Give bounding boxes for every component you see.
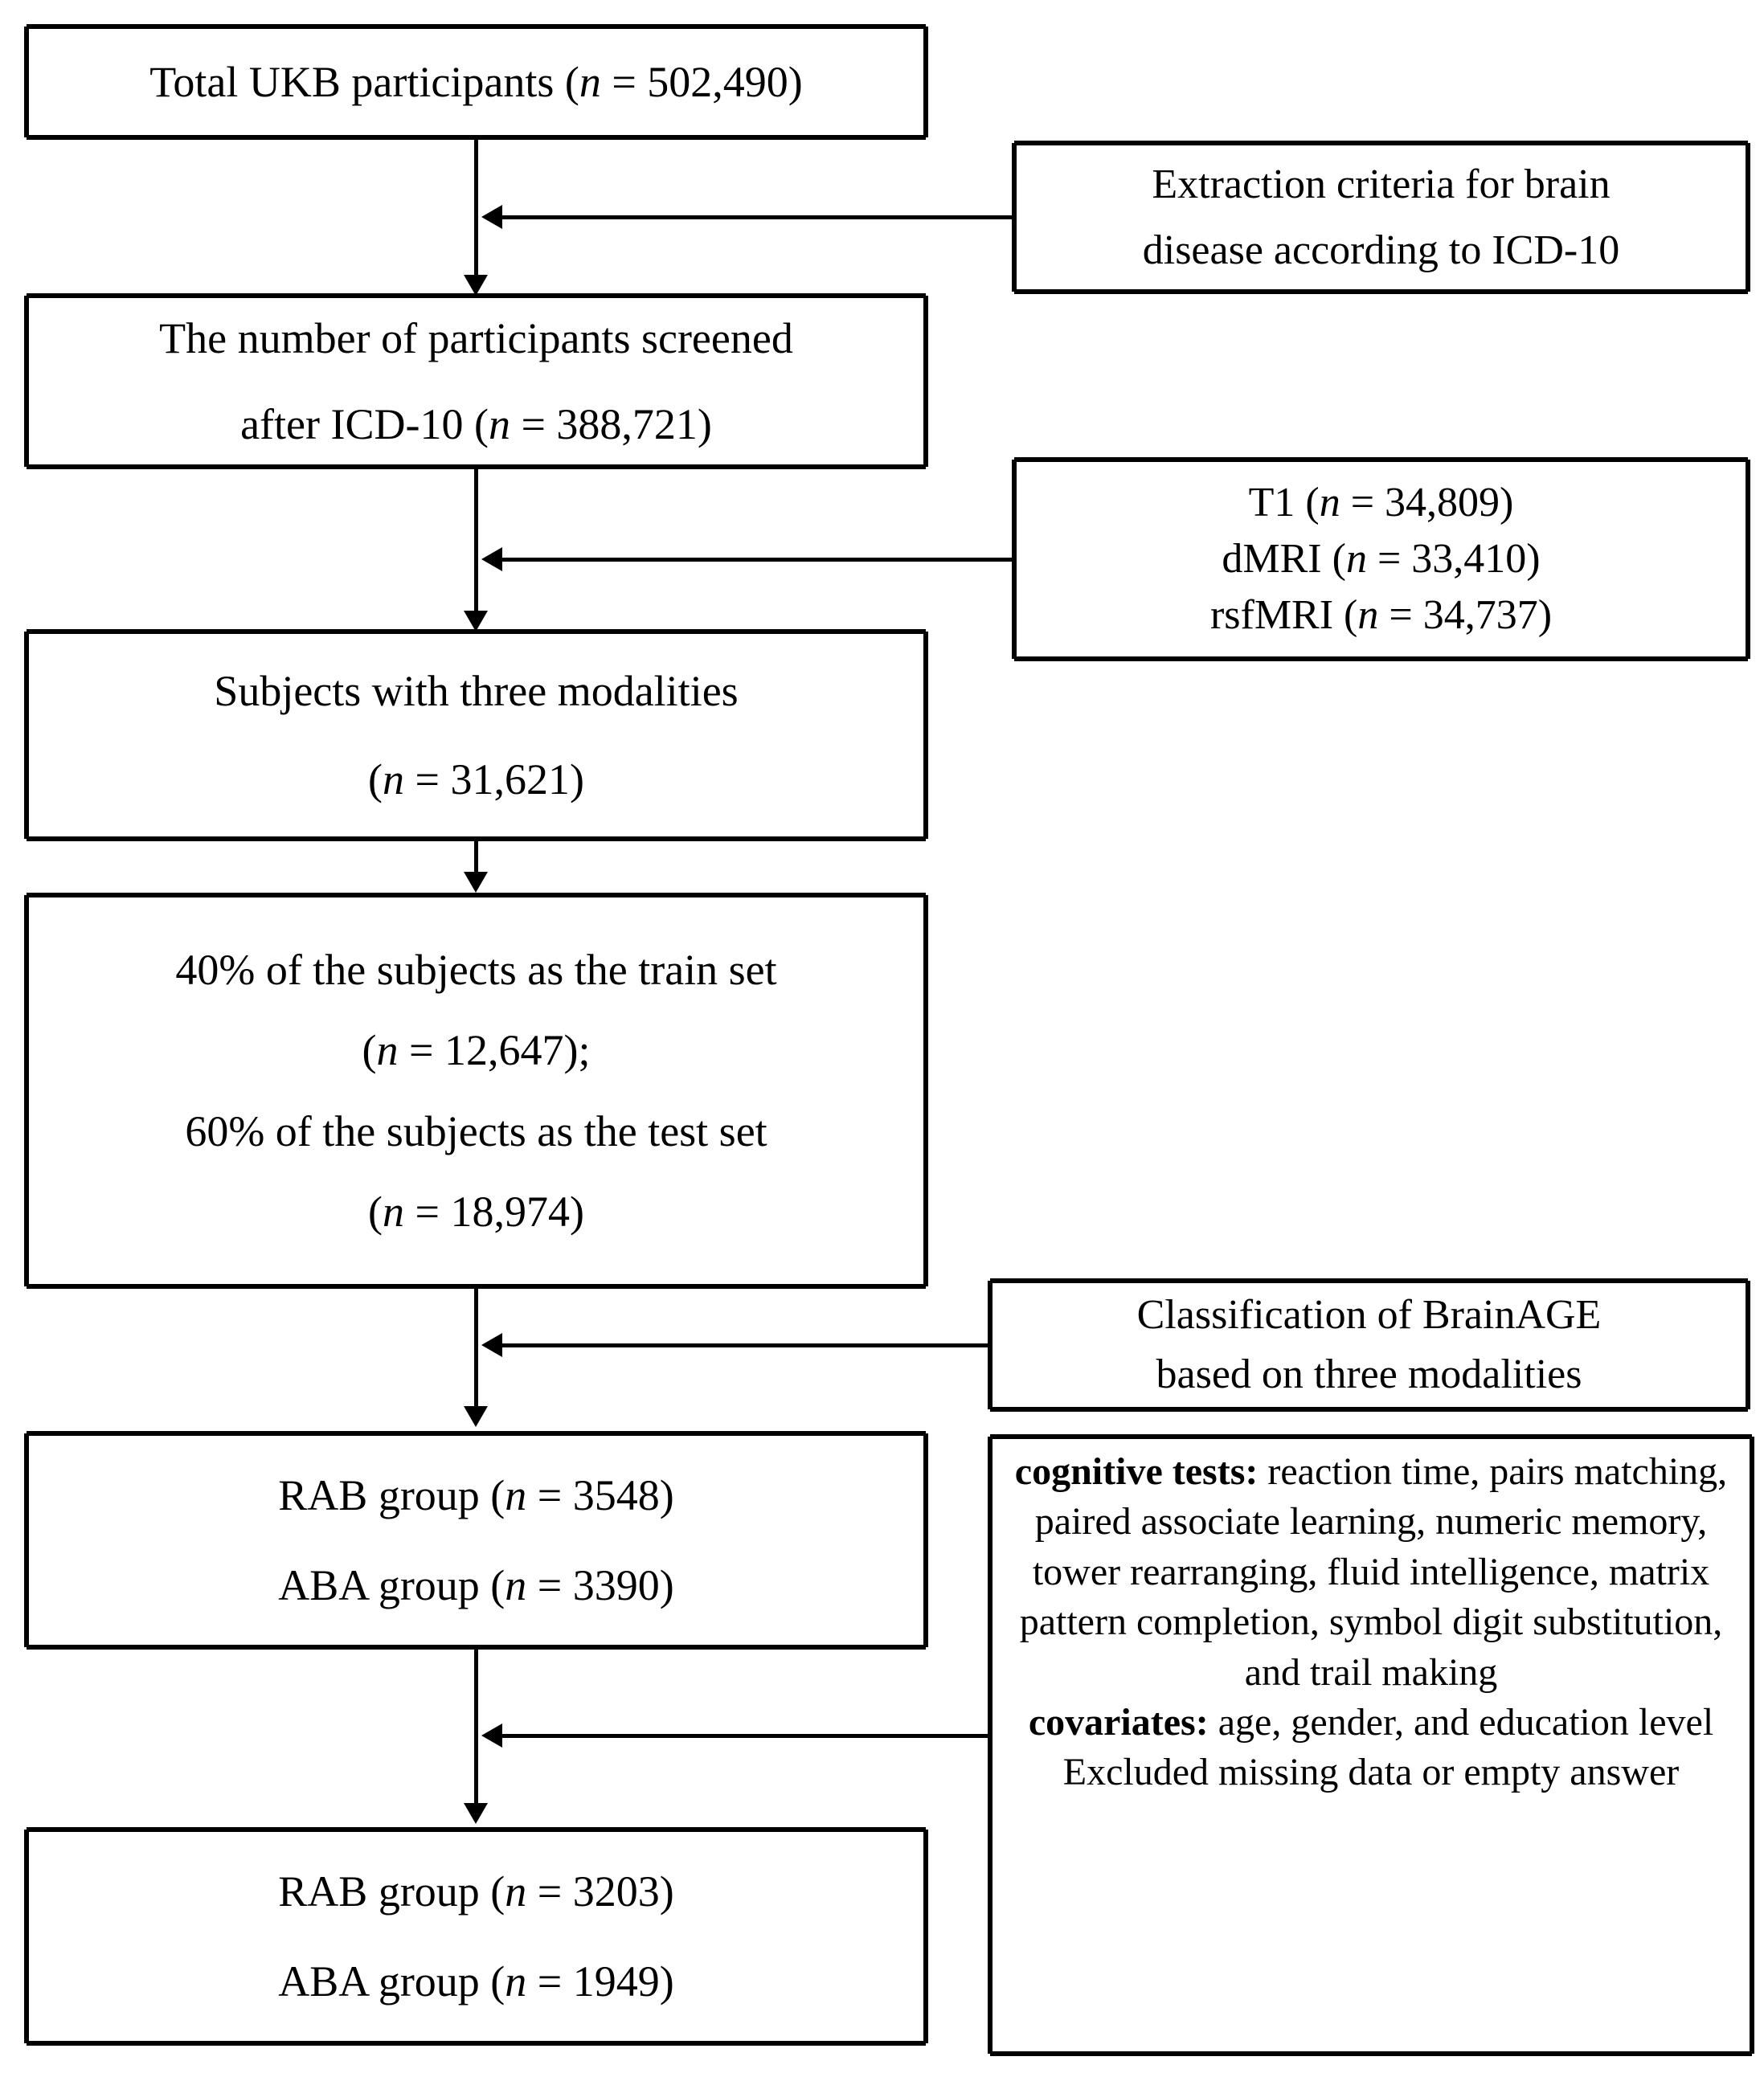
connector-arrow-4: [464, 1406, 488, 1427]
flow-box-groups-initial: RAB group (n = 3548) ABA group (n = 3390…: [27, 1433, 926, 1647]
connector-arrow-3: [464, 872, 488, 893]
flow-box-groups-initial-line-2: ABA group (n = 3390): [278, 1561, 674, 1609]
side-connector-arrow-brainage: [481, 1333, 502, 1357]
flow-box-three-modalities-line-2: (n = 31,621): [368, 755, 584, 803]
side-box-exclusion: Excluded missing data or empty answer: [1062, 1751, 1680, 1794]
side-connector-arrow-icd10: [481, 205, 502, 229]
flow-box-groups-final: RAB group (n = 3203) ABA group (n = 1949…: [27, 1830, 926, 2043]
connector-line-2: [474, 467, 478, 616]
flow-box-train-test-split-line-2: (n = 12,647);: [362, 1026, 591, 1075]
cognitive-tests-label: cognitive tests:: [1014, 1450, 1259, 1493]
connector-arrow-1: [464, 275, 488, 296]
side-box-cognitive-covariates: cognitive tests: reaction time, pairs ma…: [990, 1437, 1752, 2054]
cognitive-tests-text: reaction time, pairs matching, paired as…: [1019, 1450, 1728, 1694]
side-box-icd10-criteria: Extraction criteria for brain disease ac…: [1014, 143, 1748, 292]
side-box-modality-counts-line-3: rsfMRI (n = 34,737): [1209, 591, 1553, 638]
side-box-modality-counts: T1 (n = 34,809) dMRI (n = 33,410) rsfMRI…: [1014, 460, 1748, 659]
covariates-label: covariates:: [1028, 1700, 1209, 1744]
flow-box-total-participants: Total UKB participants (n = 502,490): [27, 27, 926, 137]
connector-line-5: [474, 1647, 478, 1808]
flow-box-train-test-split-line-3: 60% of the subjects as the test set: [185, 1106, 767, 1155]
side-box-icd10-criteria-line-1: Extraction criteria for brain: [1152, 161, 1611, 207]
flow-box-groups-final-line-1: RAB group (n = 3203): [278, 1867, 674, 1916]
side-box-brainage-classification-line-1: Classification of BrainAGE: [1136, 1292, 1602, 1339]
covariates-text: age, gender, and education level: [1208, 1700, 1714, 1744]
flow-box-train-test-split-line-1: 40% of the subjects as the train set: [175, 946, 777, 995]
flow-box-groups-initial-line-1: RAB group (n = 3548): [278, 1470, 674, 1519]
flow-box-screened-icd10-line-2: after ICD-10 (n = 388,721): [240, 399, 712, 448]
connector-line-3: [474, 839, 478, 877]
flow-box-screened-icd10-line-1: The number of participants screened: [159, 314, 793, 363]
flow-box-three-modalities-line-1: Subjects with three modalities: [214, 666, 739, 715]
side-box-modality-counts-line-2: dMRI (n = 33,410): [1222, 536, 1541, 583]
side-connector-line-cognitive: [502, 1734, 993, 1738]
flow-box-train-test-split: 40% of the subjects as the train set (n …: [27, 895, 926, 1286]
side-box-brainage-classification: Classification of BrainAGE based on thre…: [990, 1281, 1748, 1409]
side-connector-line-modalities: [502, 558, 1017, 562]
side-connector-arrow-cognitive: [481, 1723, 502, 1748]
side-connector-line-brainage: [502, 1343, 993, 1347]
side-box-covariates: covariates: age, gender, and education l…: [1004, 1698, 1738, 1748]
side-box-modality-counts-line-1: T1 (n = 34,809): [1248, 480, 1514, 526]
connector-arrow-5: [464, 1803, 488, 1824]
side-box-cognitive-tests: cognitive tests: reaction time, pairs ma…: [1004, 1447, 1738, 1698]
flow-box-screened-icd10: The number of participants screened afte…: [27, 296, 926, 467]
side-connector-line-icd10: [502, 215, 1017, 219]
side-connector-arrow-modalities: [481, 547, 502, 571]
flow-box-groups-final-line-2: ABA group (n = 1949): [278, 1957, 674, 2006]
side-box-brainage-classification-line-2: based on three modalities: [1156, 1351, 1582, 1397]
side-box-icd10-criteria-line-2: disease according to ICD-10: [1142, 227, 1620, 273]
connector-line-1: [474, 137, 478, 280]
flow-box-total-participants-line-1: Total UKB participants (n = 502,490): [149, 57, 803, 106]
flow-box-train-test-split-line-4: (n = 18,974): [368, 1187, 584, 1236]
connector-line-4: [474, 1286, 478, 1412]
flow-box-three-modalities: Subjects with three modalities (n = 31,6…: [27, 632, 926, 839]
connector-arrow-2: [464, 611, 488, 632]
